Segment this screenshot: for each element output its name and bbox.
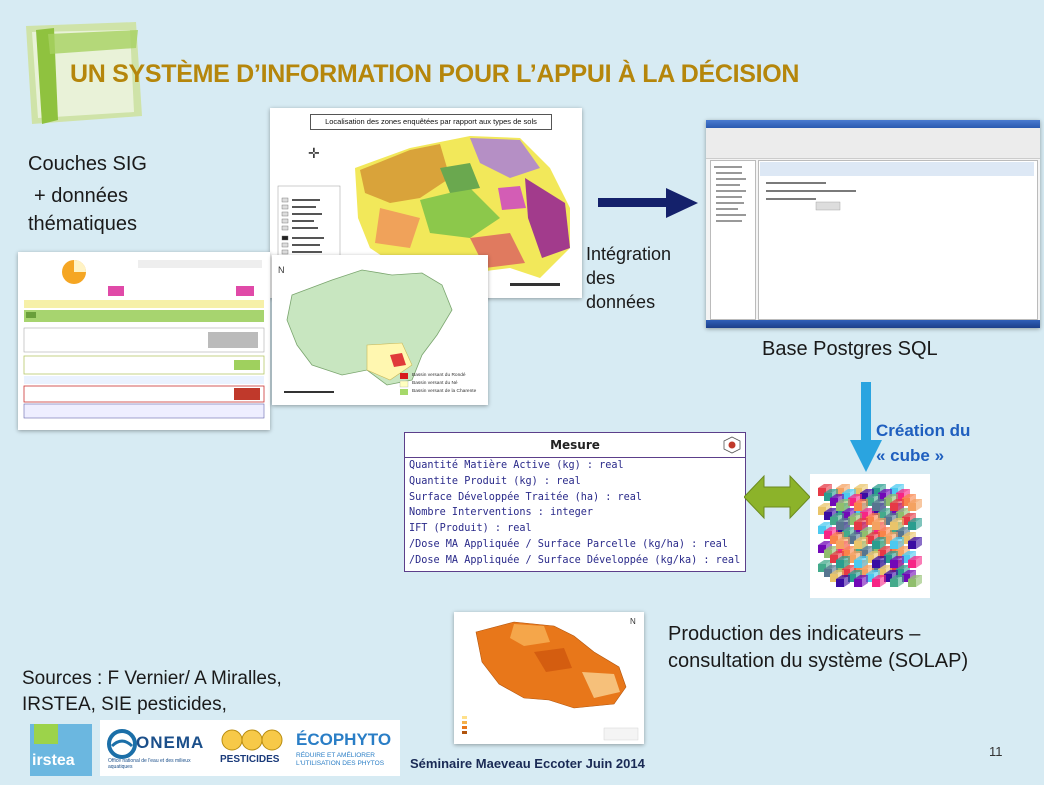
cube-cell xyxy=(890,556,904,568)
soil-map-graphic: ✛ xyxy=(277,136,570,286)
cube-icon xyxy=(723,436,741,454)
basin-legend: Bassin versant du Rondé Bassin versant d… xyxy=(412,372,476,396)
label-couches-sig: Couches SIG xyxy=(28,153,147,175)
irstea-logo: irstea xyxy=(30,724,92,776)
cube-creation-arrow-icon xyxy=(850,382,882,472)
basin-map-thumbnail: N Bassin versant du Rondé Bassin versant… xyxy=(272,255,488,405)
ecophyto-subtitle: RÉDUIRE ET AMÉLIORER L'UTILISATION DES P… xyxy=(296,752,385,767)
cube-cell xyxy=(908,575,922,587)
label-creation-du: Création du xyxy=(876,421,971,440)
uml-attribute: /Dose MA Appliquée / Surface Parcelle (k… xyxy=(409,538,728,550)
cube-cell xyxy=(836,499,850,511)
label-integration: Intégration xyxy=(586,244,672,264)
basin-legend-item: Bassin versant de la Charente xyxy=(412,389,477,394)
olap-cube-graphic xyxy=(818,484,922,587)
uml-attribute: Surface Développée Traitée (ha) : real xyxy=(409,491,643,503)
label-des: des xyxy=(586,268,616,288)
label-cube: « cube » xyxy=(876,446,945,465)
double-arrow-icon xyxy=(744,474,810,520)
label-consultation: consultation du système (SOLAP) xyxy=(668,650,969,672)
uml-attribute: Quantite Produit (kg) : real xyxy=(409,475,581,487)
uml-attribute: Nombre Interventions : integer xyxy=(409,507,594,519)
cube-cell xyxy=(908,518,922,530)
pesticides-logo-text: PESTICIDES xyxy=(220,754,280,765)
label-production: Production des indicateurs – xyxy=(668,623,921,645)
ecophyto-logo-text: ÉCOPHYTO xyxy=(296,730,392,749)
onema-logo-text: ONEMA xyxy=(136,733,205,752)
svg-text:✛: ✛ xyxy=(308,145,320,161)
sources-line-2: IRSTEA, SIE pesticides, xyxy=(22,694,227,715)
cube-cell xyxy=(908,556,922,568)
partner-logos: ONEMA Office national de l'eau et des mi… xyxy=(100,720,400,776)
irstea-logo-text: irstea xyxy=(32,752,75,769)
label-donnees: + données xyxy=(34,185,128,207)
cube-cell xyxy=(908,537,922,549)
cube-cell xyxy=(872,537,886,549)
cube-cell xyxy=(836,518,850,530)
cube-cell xyxy=(890,499,904,511)
cube-cell xyxy=(872,499,886,511)
integration-arrow-icon xyxy=(598,188,698,218)
corner-decoration xyxy=(26,22,142,124)
cube-cell xyxy=(908,499,922,511)
cube-cell xyxy=(890,537,904,549)
pgadmin-screenshot xyxy=(706,120,1040,328)
page-number: 11 xyxy=(989,744,1003,759)
uml-class-mesure: Mesure Quantité Matière Active (kg) : re… xyxy=(404,432,746,572)
cube-cell xyxy=(854,575,868,587)
footer-seminar: Séminaire Maeveau Eccoter Juin 2014 xyxy=(410,756,645,771)
basin-legend-item: Bassin versant du Rondé xyxy=(412,373,466,378)
calendar-graphic xyxy=(23,260,265,419)
svg-text:N: N xyxy=(278,265,285,275)
cube-cell xyxy=(890,518,904,530)
label-base-postgres: Base Postgres SQL xyxy=(762,338,938,360)
basin-map-graphic: N xyxy=(278,265,453,395)
label-donnees-integration: données xyxy=(586,292,656,312)
cube-cell xyxy=(872,556,886,568)
cube-cell xyxy=(854,499,868,511)
calendar-thumbnail xyxy=(18,252,270,430)
cube-cell xyxy=(890,575,904,587)
basin-legend-item: Bassin versant du Né xyxy=(412,381,458,386)
sources-line-1: Sources : F Vernier/ A Miralles, xyxy=(22,668,282,689)
onema-subtitle: Office national de l'eau et des milieux … xyxy=(108,758,191,770)
cube-cell xyxy=(854,518,868,530)
uml-class-header: Mesure xyxy=(405,433,745,458)
label-thematiques: thématiques xyxy=(28,213,137,235)
cube-cell xyxy=(872,518,886,530)
cube-cell xyxy=(836,575,850,587)
cube-cell xyxy=(872,575,886,587)
svg-text:N: N xyxy=(630,617,636,626)
uml-attribute: /Dose MA Appliquée / Surface Développée … xyxy=(409,554,741,566)
slide-title: UN SYSTÈME D’INFORMATION POUR L’APPUI À … xyxy=(70,60,800,88)
pesticides-drops-icon xyxy=(221,729,283,751)
indicator-map-graphic: N xyxy=(460,617,639,741)
uml-class-title: Mesure xyxy=(550,438,600,452)
olap-cube-image xyxy=(810,474,930,598)
cube-cell xyxy=(836,537,850,549)
uml-attribute: Quantité Matière Active (kg) : real xyxy=(409,460,624,471)
indicator-map-thumbnail: N xyxy=(454,612,644,744)
cube-cell xyxy=(836,556,850,568)
cube-cell xyxy=(854,556,868,568)
cube-cell xyxy=(854,537,868,549)
uml-attribute: IFT (Produit) : real xyxy=(409,523,532,535)
soil-map-title: Localisation des zones enquêtées par rap… xyxy=(310,114,552,130)
onema-swirl-icon xyxy=(107,729,137,759)
